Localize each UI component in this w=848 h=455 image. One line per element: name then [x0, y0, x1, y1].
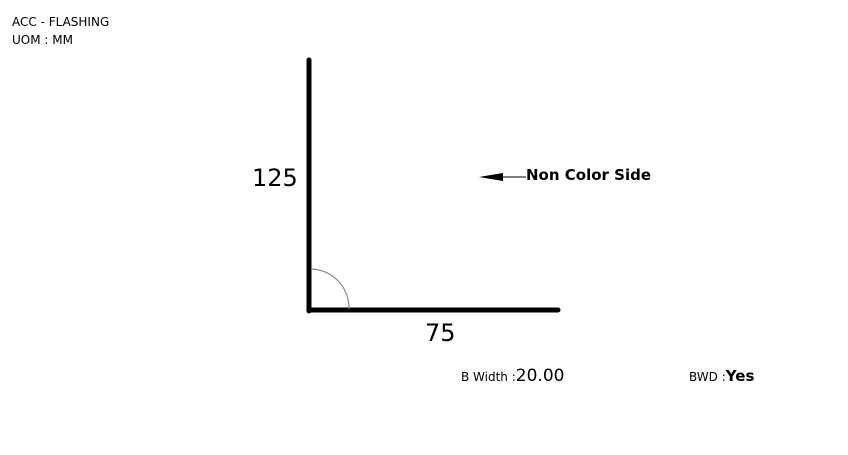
angle-arc	[310, 268, 350, 310]
arrow-left-icon	[479, 173, 503, 181]
b-width-value: 20.00	[515, 366, 565, 386]
bwd-label: BWD :	[689, 370, 726, 384]
bwd-value: Yes	[725, 367, 755, 385]
non-color-side-label: Non Color Side	[526, 166, 651, 184]
b-width-label: B Width :	[461, 370, 516, 384]
header: ACC - FLASHING UOM : MM	[12, 13, 109, 49]
unit-of-measure: UOM : MM	[12, 33, 73, 47]
dimension-horizontal-label: 75	[425, 319, 456, 347]
drawing-title: ACC - FLASHING	[12, 15, 110, 29]
b-width-field: B Width :20.00	[461, 366, 564, 386]
dimension-vertical-label: 125	[252, 164, 298, 192]
bwd-field: BWD :Yes	[689, 366, 754, 385]
